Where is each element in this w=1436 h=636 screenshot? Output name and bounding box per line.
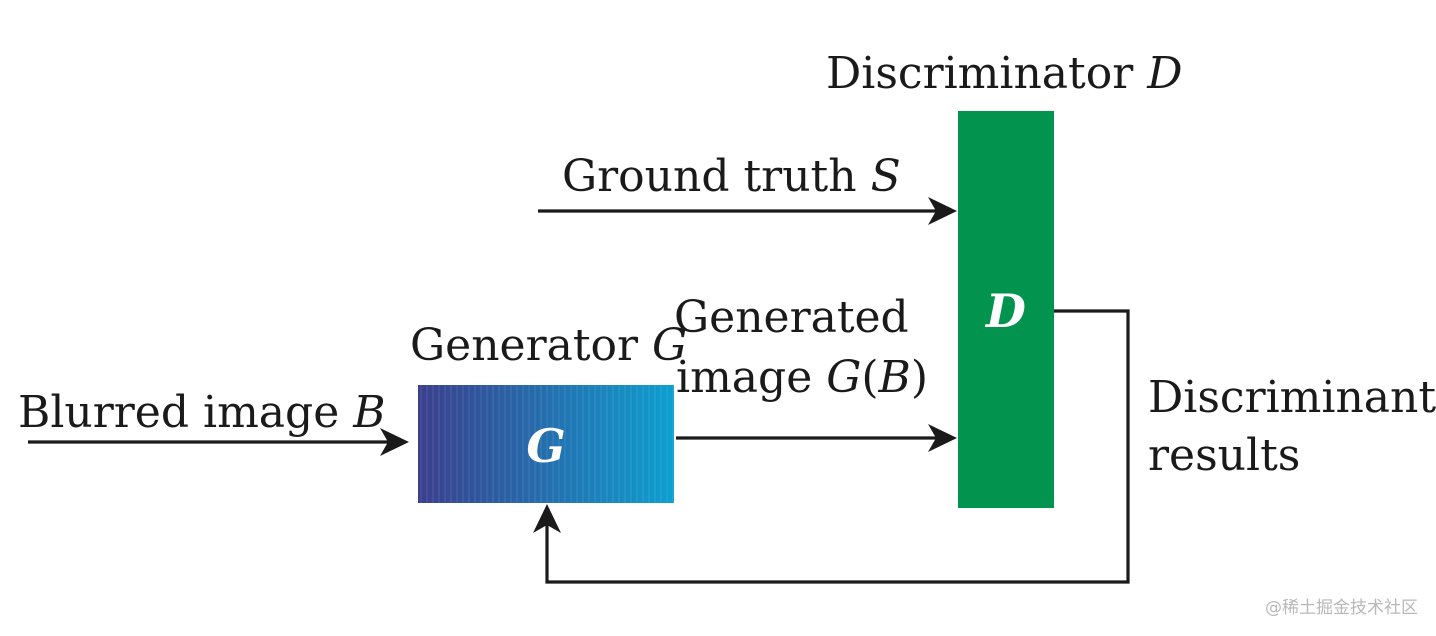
ground-truth-label: Ground truth S — [562, 151, 901, 202]
ground-truth-arrow — [538, 197, 957, 225]
watermark: @稀土掘金技术社区 — [1265, 598, 1418, 618]
generator-box-letter: G — [526, 419, 565, 473]
blurred-image-arrow — [28, 428, 409, 456]
generator-title-text: Generator — [410, 320, 652, 371]
discriminator-title-text: Discriminator — [826, 48, 1147, 99]
blurred-image-text: Blurred image — [18, 387, 353, 438]
discriminant-results-line2: results — [1148, 430, 1300, 481]
generated-image-arrowhead-icon — [928, 424, 957, 452]
generated-image-arg: B — [878, 352, 911, 403]
ground-truth-symbol: S — [871, 151, 901, 202]
generated-image-arrow — [676, 424, 957, 452]
discriminant-results-line1: Discriminant — [1148, 372, 1436, 423]
generator-title: Generator G — [410, 320, 687, 371]
discriminator-box-letter: D — [984, 284, 1026, 338]
blurred-image-arrowhead-icon — [380, 428, 409, 456]
generated-image-symbol: G — [826, 352, 861, 403]
ground-truth-arrowhead-icon — [928, 197, 957, 225]
discriminator-title-symbol: D — [1146, 48, 1182, 99]
generated-image-paren-close: ) — [911, 352, 928, 403]
generated-image-label-line1: Generated — [674, 292, 909, 343]
generated-image-text: image — [676, 352, 826, 403]
ground-truth-text: Ground truth — [562, 151, 871, 202]
generated-image-label-line2: image G(B) — [676, 352, 928, 403]
generated-image-paren-open: ( — [861, 352, 878, 403]
blurred-image-symbol: B — [352, 387, 385, 438]
generator-box-texture — [418, 385, 674, 503]
discriminator-title: Discriminator D — [826, 48, 1183, 99]
feedback-arrowhead-icon — [533, 504, 561, 533]
feedback-arrow — [533, 309, 1130, 584]
discriminator-box — [958, 111, 1054, 508]
blurred-image-label: Blurred image B — [18, 387, 386, 438]
generator-title-symbol: G — [652, 320, 687, 371]
